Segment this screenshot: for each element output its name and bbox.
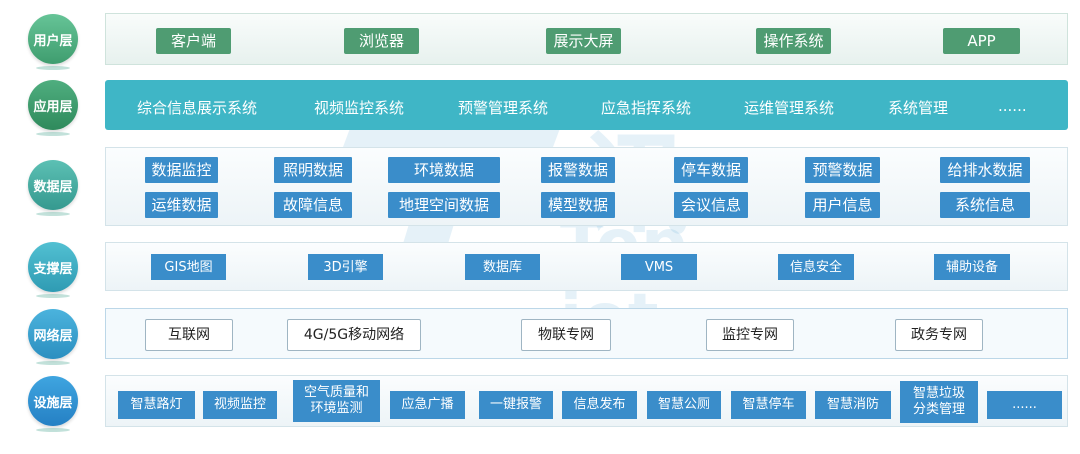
layer-user-circle: 用户层 xyxy=(28,14,78,70)
user-chip: APP xyxy=(943,28,1020,54)
layer-data-circle: 数据层 xyxy=(28,160,78,216)
data-chip: 系统信息 xyxy=(940,192,1030,218)
facility-chip: 视频监控 xyxy=(203,391,277,419)
facility-chip: 应急广播 xyxy=(390,391,465,419)
facility-chip: 智慧消防 xyxy=(815,391,891,419)
data-chip: 照明数据 xyxy=(274,157,352,183)
layer-app-circle: 应用层 xyxy=(28,80,78,136)
support-chip: VMS xyxy=(621,254,697,280)
user-chip: 客户端 xyxy=(156,28,231,54)
facility-chip: 一键报警 xyxy=(479,391,553,419)
data-chip: 用户信息 xyxy=(805,192,880,218)
data-chip: 数据监控 xyxy=(145,157,218,183)
facility-chip: 信息发布 xyxy=(562,391,637,419)
app-item: ...... xyxy=(998,97,1027,115)
app-item: 运维管理系统 xyxy=(744,99,835,117)
user-chip: 操作系统 xyxy=(756,28,831,54)
support-chip: 信息安全 xyxy=(778,254,854,280)
layer-support-label: 支撑层 xyxy=(33,261,73,277)
layer-support-circle: 支撑层 xyxy=(28,242,78,298)
layer-network-label: 网络层 xyxy=(33,328,73,344)
data-chip: 报警数据 xyxy=(541,157,615,183)
network-chip: 监控专网 xyxy=(706,319,794,351)
app-item: 综合信息展示系统 xyxy=(137,99,258,117)
data-chip: 会议信息 xyxy=(674,192,748,218)
app-item: 预警管理系统 xyxy=(458,99,549,117)
layer-data-label: 数据层 xyxy=(33,179,73,195)
facility-chip: 空气质量和环境监测 xyxy=(293,380,380,422)
facility-chip: ...... xyxy=(987,391,1062,419)
network-chip: 4G/5G移动网络 xyxy=(287,319,421,351)
layer-user-label: 用户层 xyxy=(33,33,73,49)
facility-chip: 智慧停车 xyxy=(731,391,806,419)
data-chip: 故障信息 xyxy=(274,192,352,218)
layer-facility-label: 设施层 xyxy=(33,395,73,411)
layer-network-circle: 网络层 xyxy=(28,309,78,365)
support-layer-panel xyxy=(105,242,1068,291)
network-chip: 互联网 xyxy=(145,319,233,351)
facility-chip: 智慧路灯 xyxy=(118,391,195,419)
app-layer-panel xyxy=(105,80,1068,130)
app-item: 视频监控系统 xyxy=(314,99,405,117)
user-chip: 浏览器 xyxy=(344,28,419,54)
layer-app-label: 应用层 xyxy=(33,99,73,115)
network-chip: 物联专网 xyxy=(521,319,611,351)
data-chip: 地理空间数据 xyxy=(388,192,500,218)
data-chip: 预警数据 xyxy=(805,157,880,183)
app-item: 应急指挥系统 xyxy=(601,99,692,117)
facility-chip: 智慧公厕 xyxy=(647,391,721,419)
app-item: 系统管理 xyxy=(888,99,949,117)
data-chip: 模型数据 xyxy=(541,192,615,218)
support-chip: 3D引擎 xyxy=(308,254,383,280)
data-chip: 停车数据 xyxy=(674,157,748,183)
data-chip: 环境数据 xyxy=(388,157,500,183)
network-chip: 政务专网 xyxy=(895,319,983,351)
layer-facility-circle: 设施层 xyxy=(28,376,78,432)
support-chip: 数据库 xyxy=(465,254,540,280)
data-chip: 运维数据 xyxy=(145,192,218,218)
support-chip: GIS地图 xyxy=(151,254,226,280)
data-chip: 给排水数据 xyxy=(940,157,1030,183)
support-chip: 辅助设备 xyxy=(934,254,1010,280)
user-chip: 展示大屏 xyxy=(546,28,621,54)
facility-chip: 智慧垃圾分类管理 xyxy=(900,381,978,423)
